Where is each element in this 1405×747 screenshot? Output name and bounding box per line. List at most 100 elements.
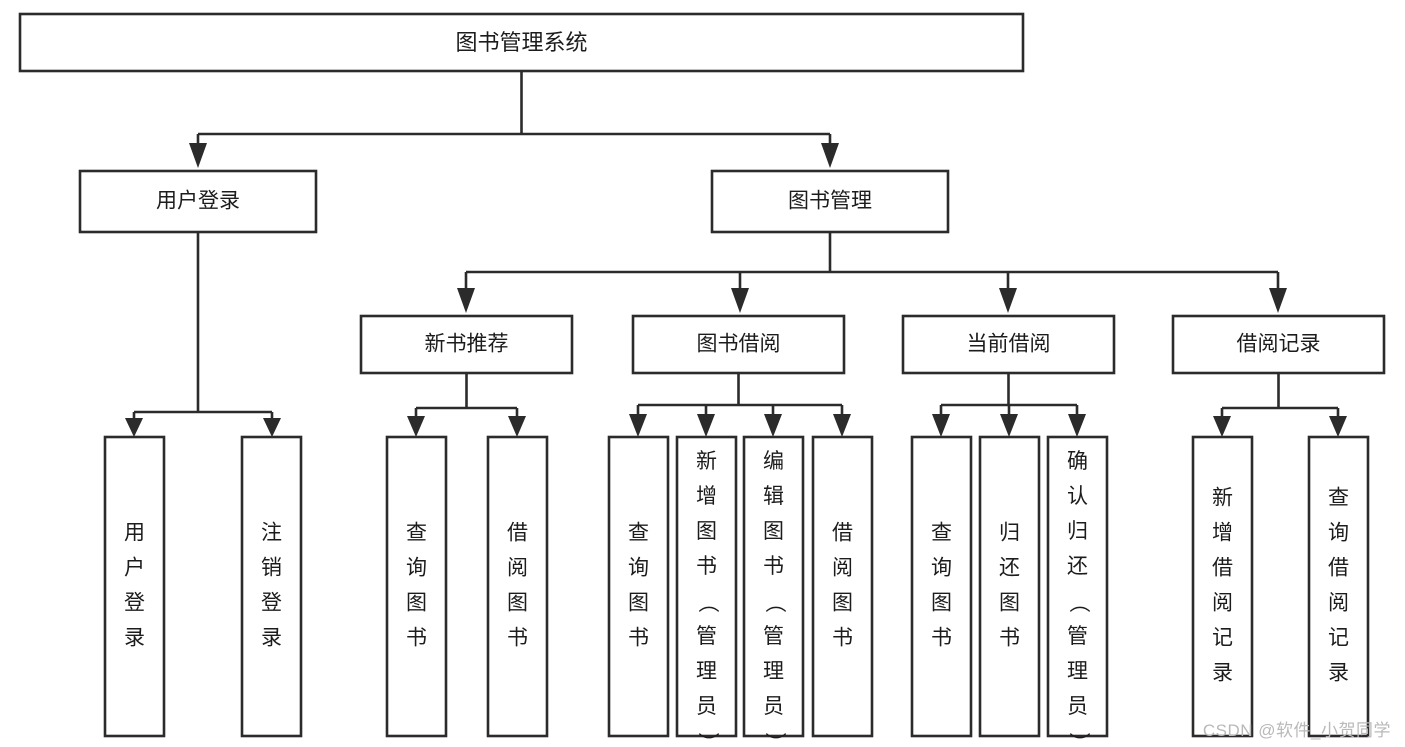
- node-borrow-record[interactable]: 借阅记录: [1171, 314, 1386, 375]
- arrow-to-leaf-query-book-1: [407, 416, 425, 437]
- arrow-to-borrow-record: [1269, 288, 1287, 313]
- leaf-node-user-login[interactable]: 用户登录: [103, 435, 166, 738]
- vertical-char: 询: [406, 557, 427, 580]
- vertical-char: 用: [124, 522, 145, 545]
- node-book-management[interactable]: 图书管理: [710, 169, 950, 234]
- vertical-char: 书: [931, 627, 952, 650]
- leaf-logout-login-box: [240, 435, 303, 738]
- vertical-char: （: [1067, 592, 1090, 613]
- leaf-query-book-1-box: [385, 435, 448, 738]
- vertical-char: 认: [1067, 485, 1088, 508]
- leaf-query-record-box: [1307, 435, 1370, 738]
- leaf-user-login-label: 用户登录: [124, 522, 145, 650]
- arrow-to-current-borrow: [999, 288, 1017, 313]
- node-borrow-record-box: [1171, 314, 1386, 375]
- node-book-management-box: [710, 169, 950, 234]
- arrow-to-leaf-query-book-2: [629, 414, 647, 437]
- vertical-char: 书: [832, 627, 853, 650]
- vertical-char: 员: [696, 695, 717, 718]
- node-book-borrow[interactable]: 图书借阅: [631, 314, 846, 375]
- vertical-char: 新: [1212, 487, 1233, 510]
- leaf-user-login-box: [103, 435, 166, 738]
- node-user-login[interactable]: 用户登录: [78, 169, 318, 234]
- vertical-char: 理: [1067, 660, 1088, 683]
- node-book-borrow-label: 图书借阅: [697, 333, 781, 356]
- vertical-char: 阅: [1212, 592, 1233, 615]
- node-user-login-label: 用户登录: [156, 190, 240, 213]
- node-new-book-recommend[interactable]: 新书推荐: [359, 314, 574, 375]
- vertical-char: 图: [832, 592, 853, 615]
- vertical-char: 记: [1212, 627, 1233, 650]
- node-book-borrow-box: [631, 314, 846, 375]
- vertical-char: ）: [763, 732, 786, 747]
- vertical-char: 查: [931, 522, 952, 545]
- node-root-label: 图书管理系统: [455, 30, 587, 55]
- vertical-char: 借: [1212, 557, 1233, 580]
- vertical-char: 员: [1067, 695, 1088, 718]
- vertical-char: ）: [696, 732, 719, 747]
- vertical-char: 理: [763, 660, 784, 683]
- vertical-char: 查: [406, 522, 427, 545]
- vertical-char: 图: [763, 520, 784, 543]
- arrow-to-leaf-query-book-3: [932, 414, 950, 437]
- node-new-book-recommend-label: 新书推荐: [425, 333, 509, 356]
- vertical-char: 询: [628, 557, 649, 580]
- vertical-char: 增: [1212, 522, 1233, 545]
- vertical-char: 借: [1328, 557, 1349, 580]
- arrow-to-leaf-add-book: [697, 414, 715, 437]
- arrow-to-leaf-logout-login: [263, 418, 281, 437]
- vertical-char: 图: [931, 592, 952, 615]
- vertical-char: 管: [696, 625, 717, 648]
- vertical-char: 销: [261, 557, 282, 580]
- arrow-to-user-login: [189, 143, 207, 168]
- leaf-borrow-book-2-box: [811, 435, 874, 738]
- vertical-char: 增: [696, 485, 717, 508]
- leaf-confirm-return-box: [1046, 435, 1109, 738]
- vertical-char: 确: [1067, 450, 1088, 473]
- vertical-char: （: [763, 592, 786, 613]
- vertical-char: （: [696, 592, 719, 613]
- node-current-borrow-label: 当前借阅: [967, 333, 1051, 356]
- arrow-to-book-management: [821, 143, 839, 168]
- vertical-char: 询: [931, 557, 952, 580]
- vertical-char: ）: [1067, 732, 1090, 747]
- node-new-book-recommend-box: [359, 314, 574, 375]
- node-current-borrow[interactable]: 当前借阅: [901, 314, 1116, 375]
- node-book-management-label: 图书管理: [788, 190, 872, 213]
- vertical-char: 图: [999, 592, 1020, 615]
- node-root-box: [18, 12, 1025, 73]
- vertical-char: 编: [763, 450, 784, 473]
- vertical-char: 还: [999, 557, 1020, 580]
- vertical-char: 书: [628, 627, 649, 650]
- node-root[interactable]: 图书管理系统: [18, 12, 1025, 73]
- arrow-to-leaf-query-record: [1329, 416, 1347, 437]
- vertical-char: 登: [124, 592, 145, 615]
- vertical-char: 图: [628, 592, 649, 615]
- vertical-char: 借: [507, 522, 528, 545]
- leaf-add-record-box: [1191, 435, 1254, 738]
- vertical-char: 理: [696, 660, 717, 683]
- vertical-char: 阅: [1328, 592, 1349, 615]
- vertical-char: 图: [507, 592, 528, 615]
- arrow-to-leaf-add-record: [1213, 416, 1231, 437]
- node-borrow-record-label: 借阅记录: [1237, 333, 1321, 356]
